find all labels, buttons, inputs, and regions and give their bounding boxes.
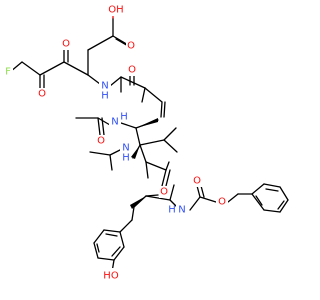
acid-carbonyl-o-label: O <box>127 41 135 52</box>
amide-n3-h-label: H <box>122 153 130 164</box>
amide-n3-label: N <box>122 143 129 154</box>
acid-oh-label: OH <box>108 5 123 16</box>
amide-o3-label: O <box>160 187 168 198</box>
bond-skeleton <box>9 13 289 273</box>
ketone-o2-label: O <box>38 89 46 100</box>
amide-n1-h-label: H <box>101 91 109 102</box>
carbamate-o-label: O <box>193 176 201 187</box>
amide-n2-h-label: H <box>120 112 128 123</box>
molecule-structure-diagram: OH O F O O N H O N H O N H O N <box>3 4 289 282</box>
phenol-oh-label: HO <box>103 271 119 282</box>
amide-o2-label: O <box>97 136 105 147</box>
carbamate-ester-o-label: O <box>218 197 226 208</box>
amide-n4-h-label: H <box>168 205 176 216</box>
ketone-o1-label: O <box>62 39 70 50</box>
amide-o1-label: O <box>128 65 136 76</box>
amide-n4-label: N <box>178 205 185 216</box>
fluorine-label: F <box>5 67 11 78</box>
amide-n2-label: N <box>111 117 118 128</box>
amide-n1-label: N <box>101 81 108 92</box>
stereo-wedges <box>130 118 158 209</box>
atom-labels: OH O F O O N H O N H O N H O N <box>3 4 228 282</box>
